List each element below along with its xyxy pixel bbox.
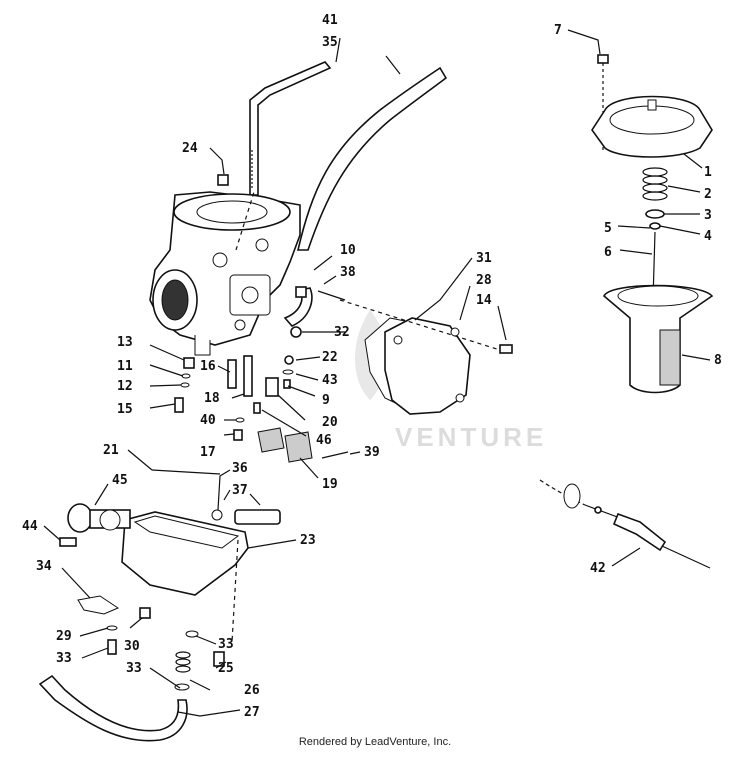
callout-16: 16 — [200, 359, 216, 374]
float-bowl-assembly — [38, 469, 281, 742]
callout-5: 5 — [604, 221, 612, 236]
callout-17: 17 — [200, 445, 216, 460]
callout-18: 18 — [204, 391, 220, 406]
callout-33-lower: 33 — [126, 661, 142, 676]
cable-tubes — [249, 61, 448, 251]
callout-10: 10 — [340, 243, 356, 258]
carburetor-body — [149, 191, 313, 356]
callout-20: 20 — [322, 415, 338, 430]
callout-6: 6 — [604, 245, 612, 260]
callout-labels: 7 1 2 3 4 5 6 8 41 35 24 10 38 31 28 14 … — [22, 13, 722, 720]
callout-8: 8 — [714, 353, 722, 368]
callout-43: 42 — [590, 561, 606, 576]
callout-25: 25 — [218, 661, 234, 676]
callout-11: 11 — [117, 359, 133, 374]
callout-42: 41 — [322, 13, 338, 28]
callout-36: 35 — [322, 35, 338, 50]
callout-37: 36 — [232, 461, 248, 476]
throttle-cable-part — [539, 479, 711, 569]
callout-4: 4 — [704, 229, 712, 244]
callout-47: 46 — [316, 433, 332, 448]
callout-41: 40 — [200, 413, 216, 428]
callout-1: 1 — [704, 165, 712, 180]
callout-22: 22 — [322, 350, 338, 365]
watermark-text: VENTURE — [395, 422, 547, 452]
callout-12: 12 — [117, 379, 133, 394]
callout-40: 39 — [364, 445, 380, 460]
callout-9: 9 — [322, 393, 330, 408]
callout-30: 30 — [124, 639, 140, 654]
callout-35: 34 — [36, 559, 52, 574]
callout-14: 14 — [476, 293, 492, 308]
callout-39: 38 — [340, 265, 356, 280]
jet-and-screw-parts — [174, 174, 349, 463]
callout-7: 7 — [554, 23, 562, 38]
callout-19: 19 — [322, 477, 338, 492]
callout-27: 27 — [244, 705, 260, 720]
callout-26: 26 — [244, 683, 260, 698]
callout-44: 43 — [322, 373, 338, 388]
callout-23: 23 — [300, 533, 316, 548]
callout-28: 28 — [476, 273, 492, 288]
callout-38: 37 — [232, 483, 248, 498]
callout-21: 21 — [103, 443, 119, 458]
gasket-and-cover — [364, 317, 513, 415]
callout-3: 3 — [704, 208, 712, 223]
callout-34: 33 — [56, 651, 72, 666]
callout-33-upper: 33 — [218, 637, 234, 652]
callout-31: 31 — [476, 251, 492, 266]
leader-lines — [43, 29, 711, 717]
callout-2: 2 — [704, 187, 712, 202]
footer-credit: Rendered by LeadVenture, Inc. — [298, 736, 452, 748]
callout-45: 44 — [22, 519, 38, 534]
callout-24: 24 — [182, 141, 198, 156]
callout-32: 32 — [334, 325, 350, 340]
callout-13: 13 — [117, 335, 133, 350]
diaphragm-cover-assembly — [591, 54, 714, 394]
callout-29: 29 — [56, 629, 72, 644]
callout-46: 45 — [112, 473, 128, 488]
callout-15: 15 — [117, 402, 133, 417]
